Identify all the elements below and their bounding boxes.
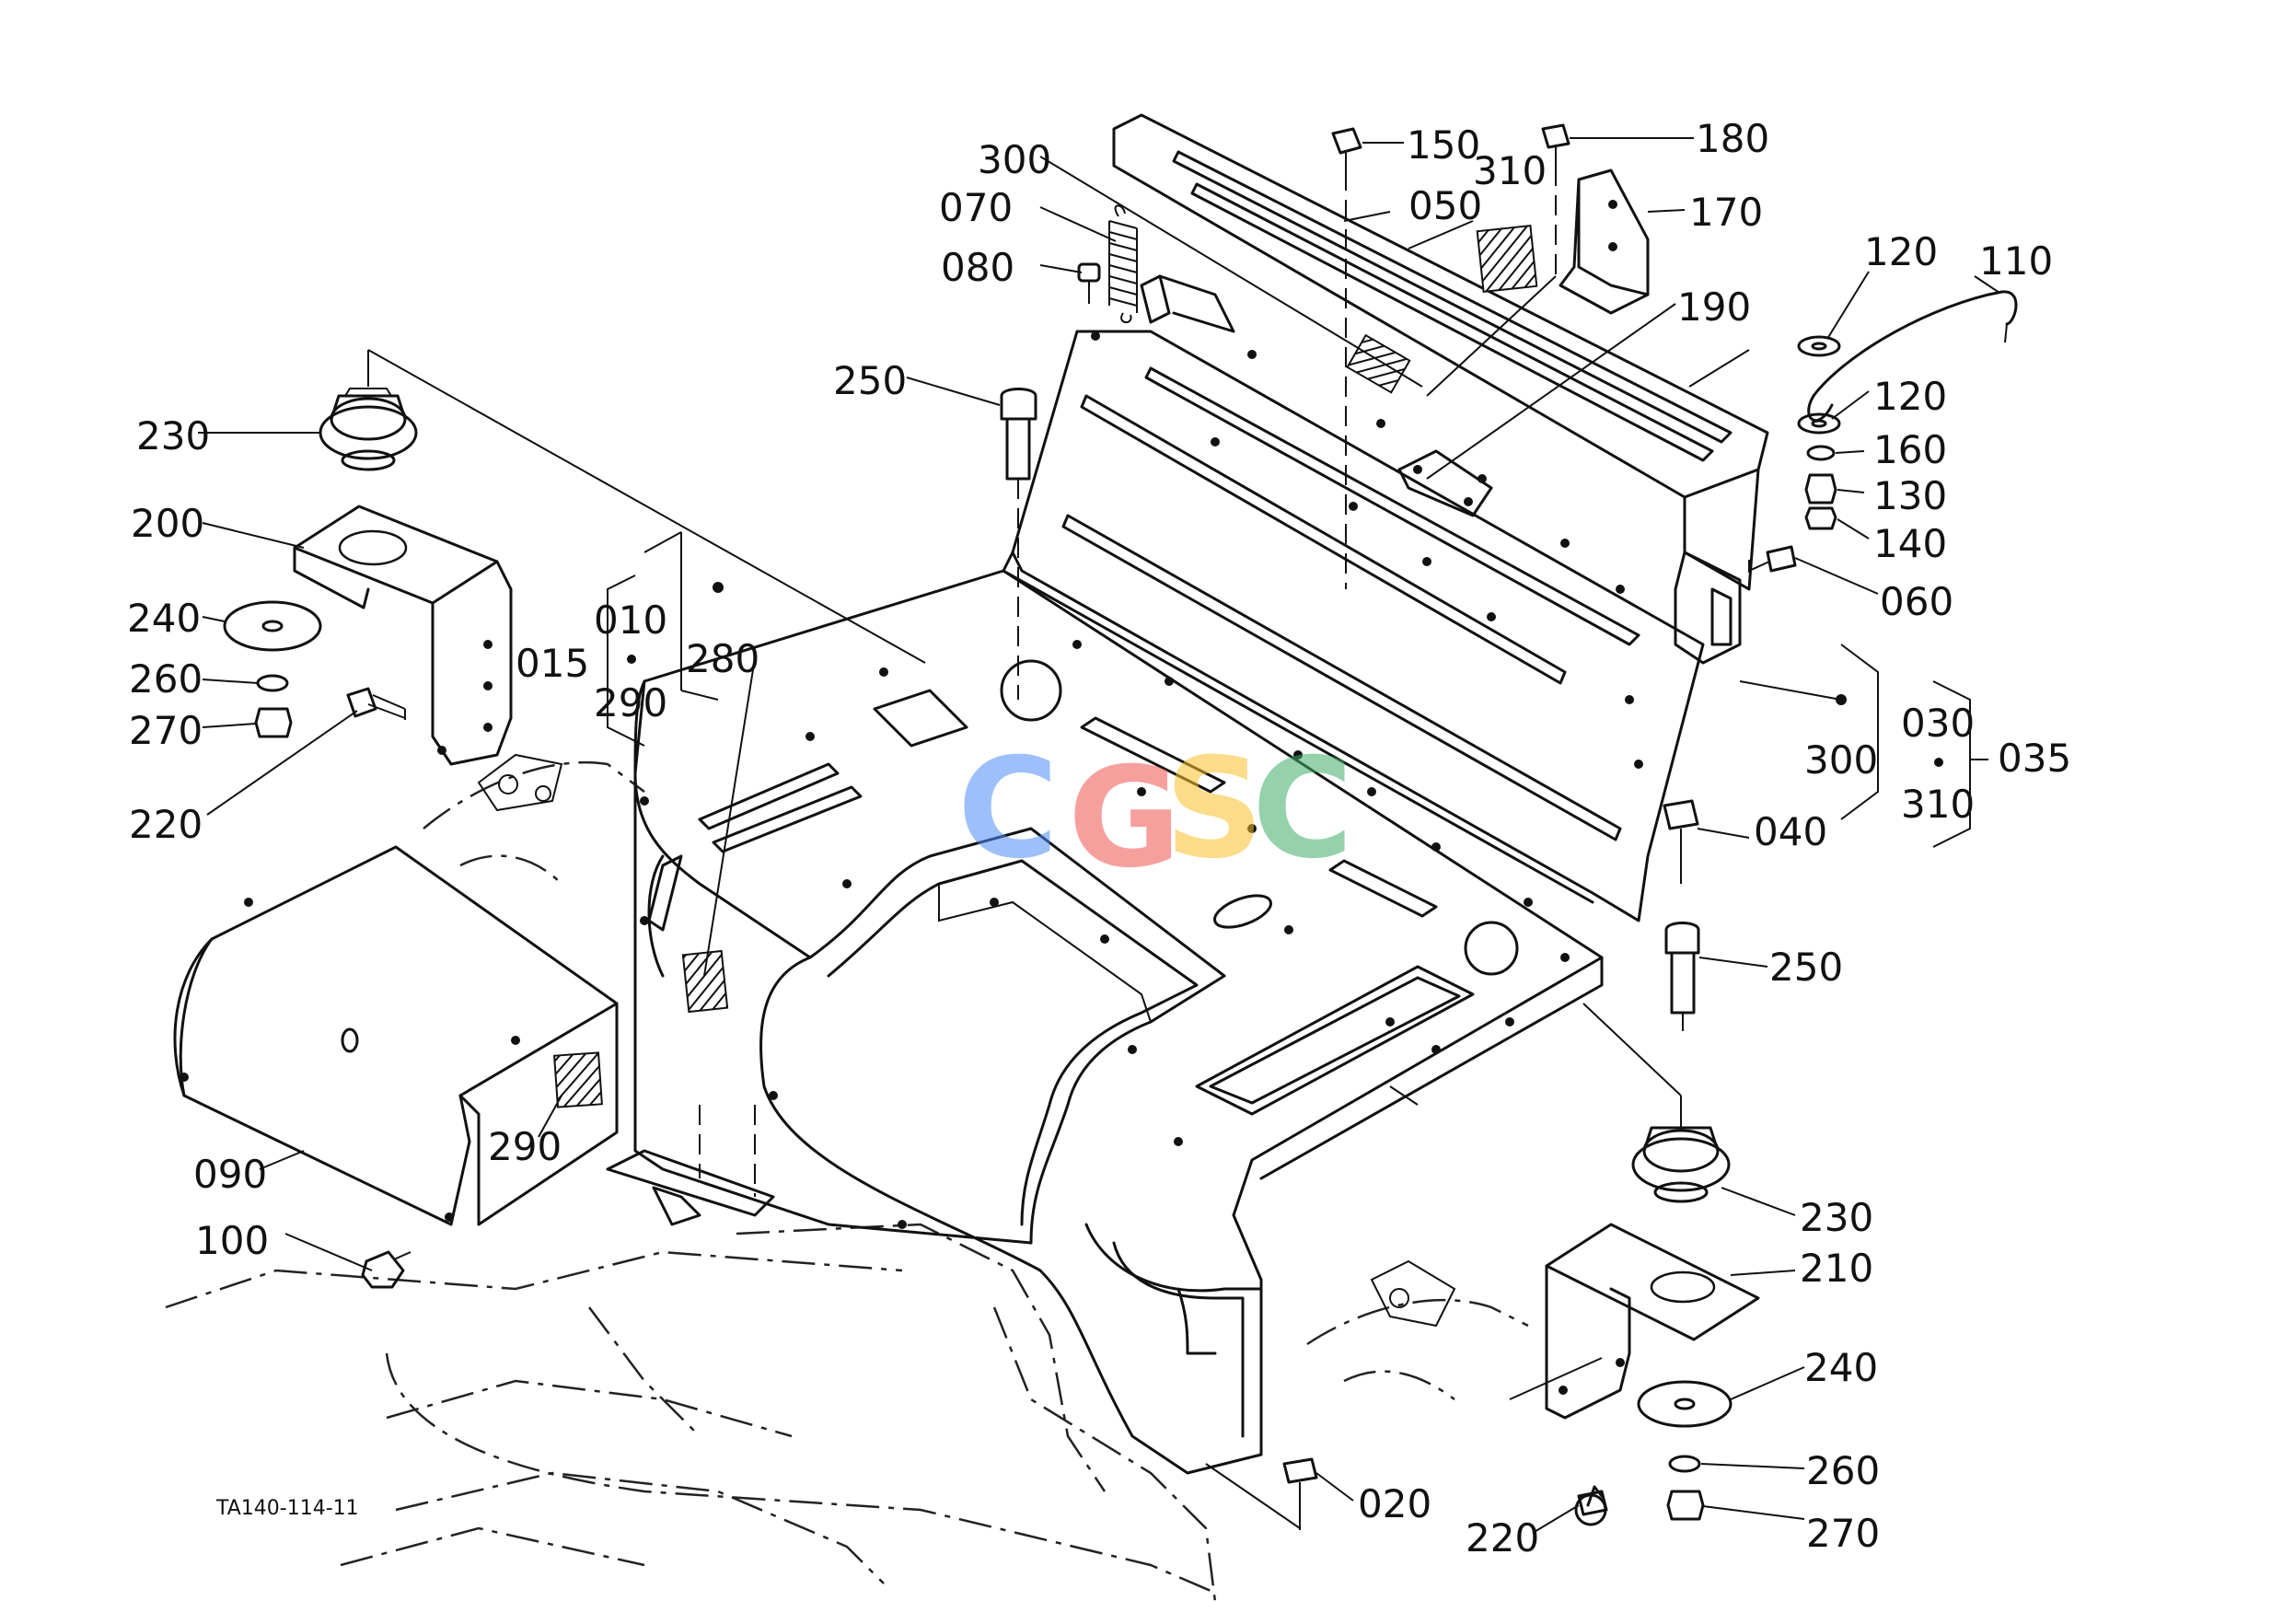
bolt-150 (1331, 127, 1362, 589)
lock-washer-260-left (256, 674, 289, 692)
washer-240-right (1637, 1380, 1733, 1428)
callout-040: 040 (1754, 809, 1827, 854)
callout-130: 130 (1873, 473, 1947, 518)
nut-270-left (254, 707, 293, 738)
callout-250-right: 250 (1769, 945, 1843, 990)
callout-leaders (198, 137, 2000, 1534)
callout-220-left: 220 (129, 802, 203, 847)
bolt-250-top (1000, 388, 1037, 700)
callout-310-top: 310 (1473, 148, 1547, 193)
callout-100: 100 (195, 1218, 269, 1263)
bolt-250-right (1664, 922, 1700, 1031)
callout-015: 015 (516, 641, 589, 686)
callout-120-b: 120 (1873, 374, 1947, 419)
callout-050: 050 (1408, 183, 1482, 228)
right-linkage-outline (1306, 1259, 1529, 1401)
hook-rod (1807, 290, 2018, 423)
callout-210: 210 (1800, 1246, 1873, 1291)
callout-240-right: 240 (1804, 1345, 1878, 1390)
callout-170: 170 (1689, 190, 1763, 235)
callout-140: 140 (1873, 521, 1947, 566)
bolt-020 (1282, 1457, 1318, 1533)
bolt-220-left (346, 687, 406, 720)
callout-080: 080 (941, 245, 1014, 290)
bolt-060 (1748, 545, 1797, 573)
lock-washer-160 (1806, 445, 1836, 461)
callout-260-left: 260 (129, 656, 203, 702)
left-linkage-outline (423, 753, 645, 885)
mount-bracket-210 (1545, 1223, 1760, 1420)
callout-230-right: 230 (1800, 1195, 1873, 1240)
callout-190: 190 (1677, 284, 1751, 330)
callout-020: 020 (1358, 1481, 1431, 1526)
callout-290-cover: 290 (488, 1124, 562, 1169)
callout-110: 110 (1979, 238, 2053, 284)
bracket-170 (1559, 168, 1650, 315)
tractor-frame-outline (165, 1223, 1217, 1603)
explode-lines (367, 156, 1750, 1529)
bolt-220-right (1574, 1485, 1608, 1526)
callout-070: 070 (939, 185, 1013, 230)
callout-300-top: 300 (978, 137, 1051, 182)
callout-230-left: 230 (136, 413, 210, 458)
washer-120-b (1797, 412, 1841, 435)
watermark-letter-s: S (1165, 729, 1264, 889)
callout-090: 090 (193, 1152, 267, 1197)
callout-120-a: 120 (1864, 229, 1938, 274)
drawing-code: TA140-114-11 (215, 1497, 359, 1520)
rubber-mount-left (319, 388, 418, 471)
bolt-100 (361, 1250, 411, 1289)
callout-180: 180 (1696, 116, 1769, 161)
callout-160: 160 (1873, 427, 1947, 472)
callout-310-group: 310 (1901, 782, 1975, 827)
pin (1077, 262, 1101, 304)
seat-support-plate (1002, 113, 1769, 922)
callout-270-left: 270 (129, 708, 203, 753)
rubber-mount-right (1631, 1126, 1731, 1203)
callout-240-left: 240 (127, 596, 201, 641)
group-bracket-030-035 (1739, 644, 1971, 848)
washer-240-left (223, 600, 322, 652)
watermark-letter-g: G (1068, 738, 1181, 899)
callout-250-top: 250 (833, 358, 907, 403)
nut-140 (1804, 506, 1837, 530)
bolt-180 (1541, 123, 1570, 276)
lock-washer-260-right (1668, 1455, 1701, 1473)
callout-280: 280 (686, 636, 759, 681)
bolt-040 (1663, 799, 1699, 884)
callout-060: 060 (1880, 579, 1953, 624)
callout-260-right: 260 (1806, 1448, 1880, 1493)
callout-010: 010 (594, 597, 667, 643)
callout-270-right: 270 (1806, 1511, 1880, 1556)
nut-130 (1804, 473, 1837, 505)
callout-290-group: 290 (594, 680, 667, 725)
callout-200: 200 (131, 501, 204, 546)
tension-spring (1108, 204, 1138, 323)
mount-bracket-200 (293, 505, 513, 766)
washer-120-a (1797, 335, 1841, 357)
callout-220-right: 220 (1466, 1515, 1539, 1560)
watermark-letter-c2: C (1252, 729, 1353, 889)
cgsc-watermark: C G S C (957, 729, 1353, 899)
callout-030: 030 (1901, 701, 1975, 746)
callout-150: 150 (1407, 122, 1480, 168)
watermark-letter-c1: C (957, 729, 1059, 889)
callout-labels: 300 070 080 150 050 310 180 170 190 120 … (127, 116, 2071, 1560)
callout-300-group: 300 (1804, 737, 1878, 783)
callout-035: 035 (1998, 736, 2071, 781)
side-cover-090 (173, 845, 619, 1226)
main-fender-deck (606, 569, 1604, 1475)
group-bracket-010-015 (607, 531, 724, 747)
nut-270-right (1666, 1490, 1705, 1521)
